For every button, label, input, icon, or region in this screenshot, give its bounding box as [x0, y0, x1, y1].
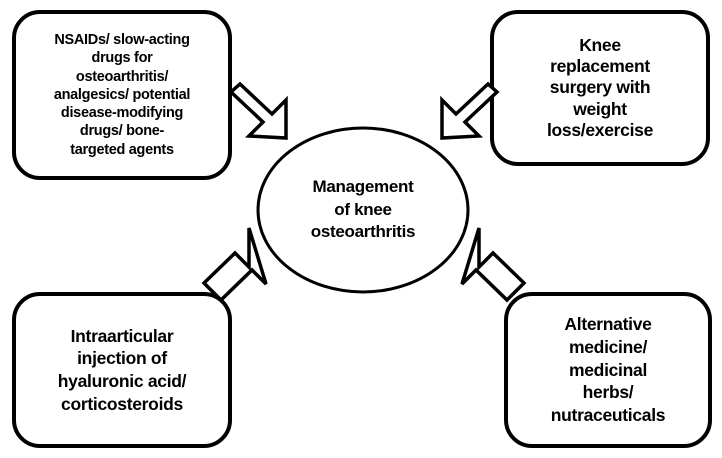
arrow-top-left-icon	[228, 81, 288, 140]
node-injection-box[interactable]	[12, 292, 232, 448]
arrow-bottom-right-icon	[460, 227, 527, 303]
node-pharmacologic-box[interactable]	[12, 10, 232, 180]
node-surgical-box[interactable]	[490, 10, 710, 166]
center-node-ellipse[interactable]	[256, 126, 470, 294]
arrow-top-right-icon	[440, 81, 500, 140]
node-alternative-box[interactable]	[504, 292, 712, 448]
arrow-bottom-left-icon	[201, 227, 268, 303]
